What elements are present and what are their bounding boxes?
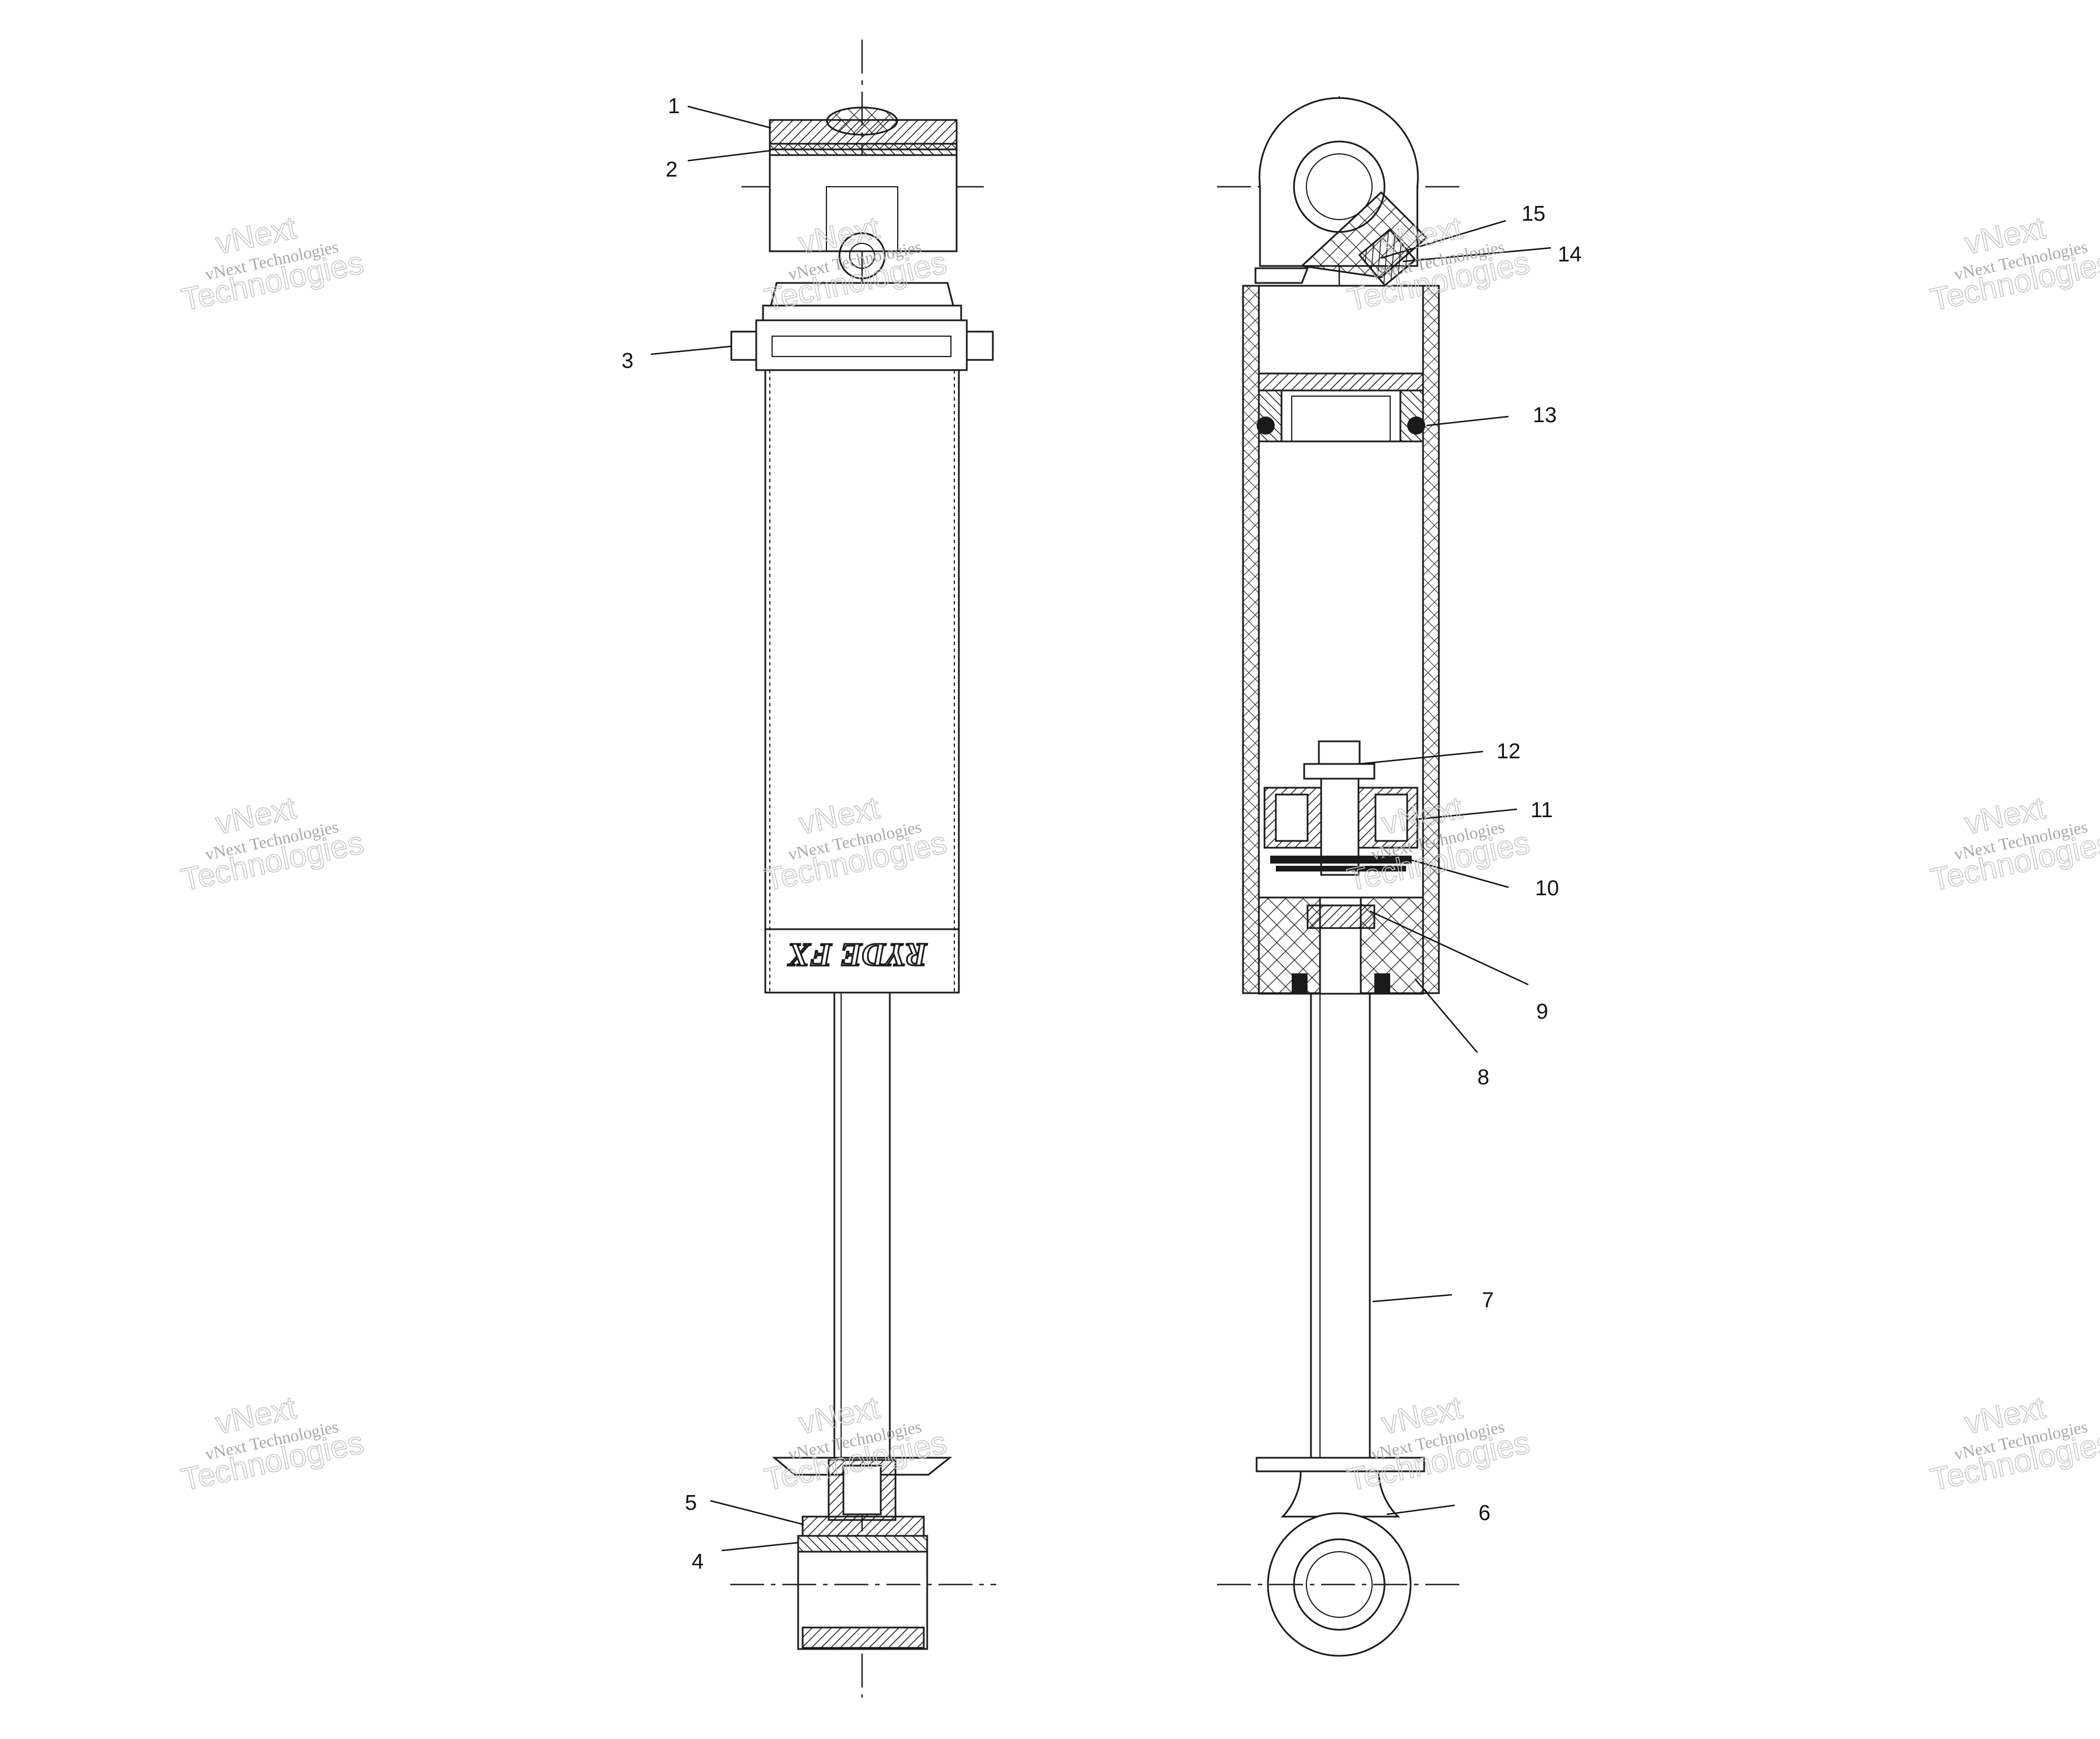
watermark: vNext vNext Technologies Technologies	[178, 1389, 367, 1498]
bushing-part-5	[802, 1515, 925, 1537]
watermark: vNext vNext Technologies Technologies	[178, 789, 367, 898]
shock-body-tube	[764, 369, 960, 994]
seal-part-9	[1306, 904, 1375, 929]
watermark: vNext vNext Technologies Technologies	[178, 209, 367, 318]
upper-head-block	[769, 154, 958, 252]
callout-labels: 1 2 3 4 5 6 7 8 9 10 11 12 13 14 15	[622, 95, 1582, 1574]
watermark: vNext vNext Technologies Technologies	[761, 1389, 950, 1498]
watermark: vNext vNext Technologies Technologies	[1927, 209, 2100, 318]
upper-head-window	[826, 186, 898, 252]
callout-5: 5	[685, 1491, 697, 1515]
callout-2: 2	[666, 158, 678, 182]
callout-15: 15	[1522, 202, 1545, 226]
valve-fitting	[838, 232, 886, 280]
leader-lines	[650, 105, 1552, 1552]
callout-4: 4	[692, 1550, 704, 1574]
callout-13: 13	[1533, 403, 1557, 427]
callout-3: 3	[622, 349, 633, 373]
external-view: RYDE FX	[730, 40, 996, 1698]
section-view	[1217, 96, 1466, 1657]
watermarks: vNext vNext Technologies Technologies vN…	[178, 209, 2100, 1498]
watermark: vNext vNext Technologies Technologies	[1927, 789, 2100, 898]
bottom-flange	[1255, 1457, 1425, 1472]
watermark: vNext vNext Technologies Technologies	[761, 209, 950, 318]
callout-9: 9	[1536, 1000, 1548, 1024]
shim-stack-part-10	[1270, 856, 1412, 864]
top-washer-part-2	[769, 143, 958, 156]
callout-8: 8	[1477, 1066, 1489, 1089]
callout-11: 11	[1531, 798, 1553, 822]
callout-6: 6	[1478, 1501, 1490, 1525]
ryde-fx-logo: RYDE FX	[787, 937, 928, 973]
callout-10: 10	[1535, 877, 1559, 900]
callout-1: 1	[668, 95, 680, 118]
callout-7: 7	[1482, 1289, 1494, 1312]
top-cap-dome	[826, 106, 898, 136]
callout-12: 12	[1497, 740, 1520, 763]
callout-14: 14	[1558, 243, 1582, 267]
watermark: vNext vNext Technologies Technologies	[1927, 1389, 2100, 1498]
valve-screw-part-14	[1358, 228, 1417, 287]
shock-shaft	[833, 991, 891, 1463]
